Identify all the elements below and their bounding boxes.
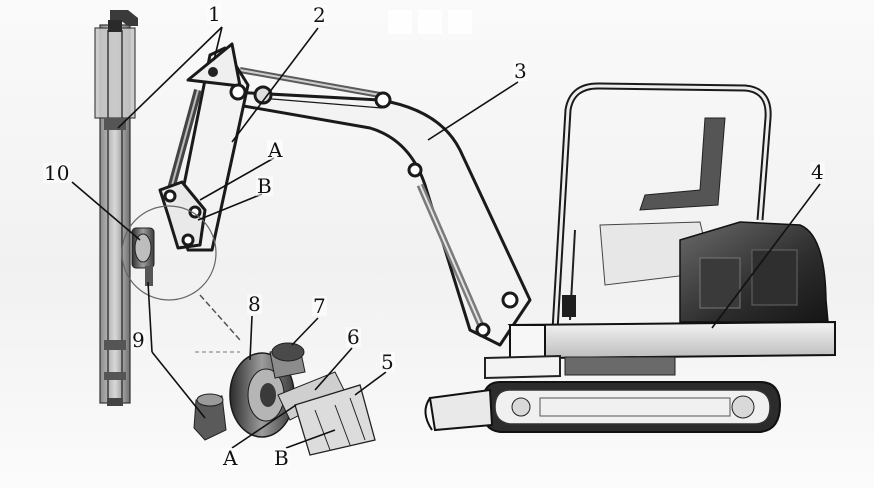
callout-a-upper: A — [267, 138, 284, 162]
background-square — [448, 10, 472, 34]
callout-a-lower: A — [222, 446, 239, 470]
callout-5: 5 — [380, 350, 395, 374]
callout-b-upper: B — [256, 174, 273, 198]
callout-9: 9 — [131, 328, 146, 352]
callout-8: 8 — [247, 292, 262, 316]
callout-3: 3 — [513, 59, 528, 83]
leader-lines — [71, 26, 821, 449]
callout-4: 4 — [810, 160, 825, 184]
boom-and-arm — [158, 42, 532, 347]
callout-7: 7 — [312, 294, 327, 318]
background-square — [388, 10, 412, 34]
background-square — [418, 10, 442, 34]
callout-10: 10 — [43, 161, 71, 185]
connector-line — [199, 294, 241, 341]
callout-1: 1 — [207, 2, 222, 26]
drill-mast — [94, 10, 138, 406]
detail-circle — [121, 205, 217, 301]
callout-6: 6 — [346, 325, 361, 349]
callout-2: 2 — [312, 3, 327, 27]
exploded-assembly — [193, 342, 376, 456]
callout-b-lower: B — [273, 446, 290, 470]
